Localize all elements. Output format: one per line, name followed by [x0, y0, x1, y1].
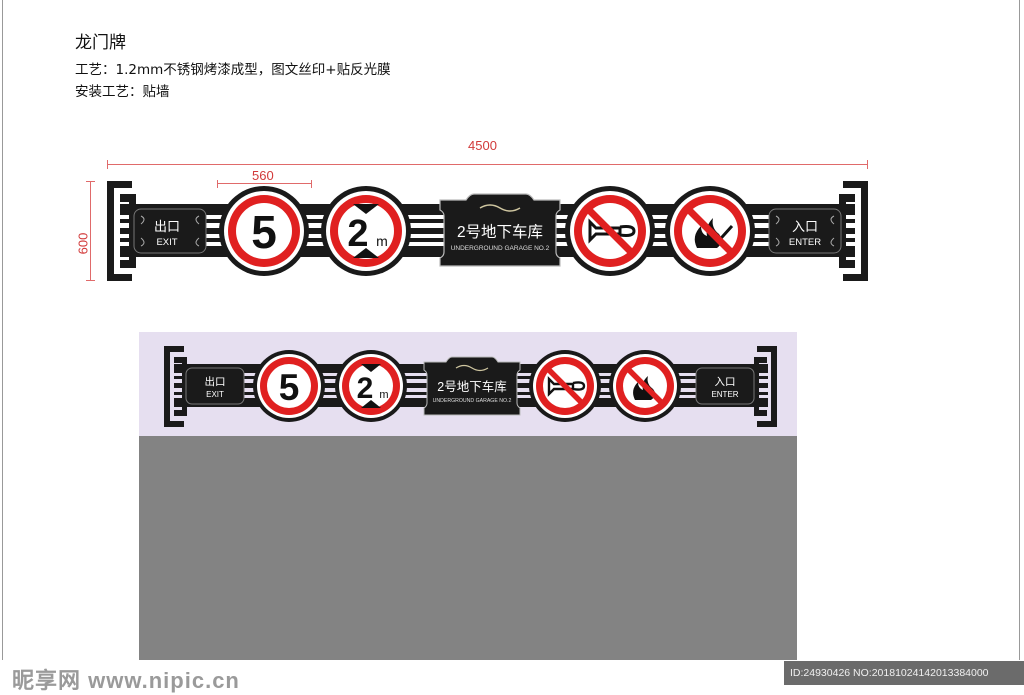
dim-sign-width: 560: [252, 168, 274, 183]
garage-plaque: 2号地下车库 UNDERGROUND GARAGE NO.2: [439, 193, 561, 267]
mockup-enter-cn: 入口: [715, 376, 736, 388]
mockup-height-unit: m: [379, 389, 388, 401]
dim-sign-tick-left: [217, 180, 218, 188]
dim-total-line: [107, 164, 867, 165]
mockup-height-value: 2: [357, 372, 374, 405]
garage-cn-label: 2号地下车库: [457, 223, 543, 241]
left-end-ornament: [107, 181, 136, 281]
spec-notes: 龙门牌 工艺：1.2mm不锈钢烤漆成型，图文丝印+贴反光膜 安装工艺：贴墙: [75, 28, 391, 103]
notes-install: 安装工艺：贴墙: [75, 84, 170, 100]
wall-lower-area: [139, 436, 797, 679]
dim-height-line: [90, 181, 91, 280]
no-horn-sign: [565, 186, 655, 276]
mockup-garage-plaque: 2号地下车库 UNDERGROUND GARAGE NO.2: [423, 356, 521, 416]
watermark-id: ID:24930426 NO:20181024142013384000: [784, 661, 1024, 685]
dim-height-tick-bottom: [86, 280, 95, 281]
frame-right-line: [1019, 0, 1020, 672]
mockup-garage-cn: 2号地下车库: [437, 379, 506, 394]
dim-total-tick-right: [867, 160, 868, 169]
enter-plaque: 入口 ENTER: [768, 208, 842, 254]
mockup-enter-plaque: 入口 ENTER: [695, 367, 755, 405]
mockup-exit-cn: 出口: [205, 375, 226, 388]
speed-limit-sign: 5: [219, 186, 309, 276]
watermark-site: 昵享网 www.nipic.cn: [12, 668, 240, 693]
notes-process: 工艺：1.2mm不锈钢烤漆成型，图文丝印+贴反光膜: [75, 62, 391, 78]
dim-height: 600: [75, 232, 91, 255]
mockup-no-fire-sign: [609, 350, 681, 422]
garage-en-label: UNDERGROUND GARAGE NO.2: [451, 245, 550, 252]
mockup-garage-en: UNDERGROUND GARAGE NO.2: [433, 398, 512, 404]
gantry-sign-mockup: 出口 EXIT 5 2 m 2号地下车库 UNDERGROUND GARAGE …: [164, 346, 777, 427]
exit-cn-label: 出口: [154, 219, 180, 234]
dim-total-width: 4500: [468, 138, 497, 153]
dim-height-tick-top: [86, 181, 95, 182]
mockup-horn-icon: [547, 376, 586, 397]
notes-title: 龙门牌: [75, 33, 126, 53]
speed-limit-value: 5: [251, 206, 277, 258]
gantry-sign-elevation: 出口 EXIT 5 2 m 2号地下车库 UNDERGROUND GARAGE …: [107, 181, 868, 281]
mockup-speed-value: 5: [279, 367, 300, 408]
mockup-exit-plaque: 出口 EXIT: [185, 367, 245, 405]
no-fire-sign: [665, 186, 755, 276]
right-end-ornament: [839, 181, 868, 281]
frame-left-line: [2, 0, 3, 672]
height-limit-sign: 2 m: [321, 186, 411, 276]
horn-icon: [588, 218, 636, 244]
enter-en-label: ENTER: [789, 237, 821, 248]
dim-sign-tick-right: [311, 180, 312, 188]
dim-sign-line: [217, 183, 311, 184]
enter-cn-label: 入口: [792, 219, 818, 234]
mockup-speed-limit-sign: 5: [253, 350, 325, 422]
height-limit-unit: m: [376, 233, 388, 249]
mockup-height-limit-sign: 2 m: [335, 350, 407, 422]
height-limit-value: 2: [347, 213, 368, 255]
mockup-enter-en: ENTER: [711, 390, 738, 399]
exit-en-label: EXIT: [156, 237, 177, 248]
exit-plaque: 出口 EXIT: [133, 208, 207, 254]
mockup-no-horn-sign: [529, 350, 601, 422]
dim-total-tick-left: [107, 160, 108, 169]
mockup-exit-en: EXIT: [206, 390, 224, 399]
